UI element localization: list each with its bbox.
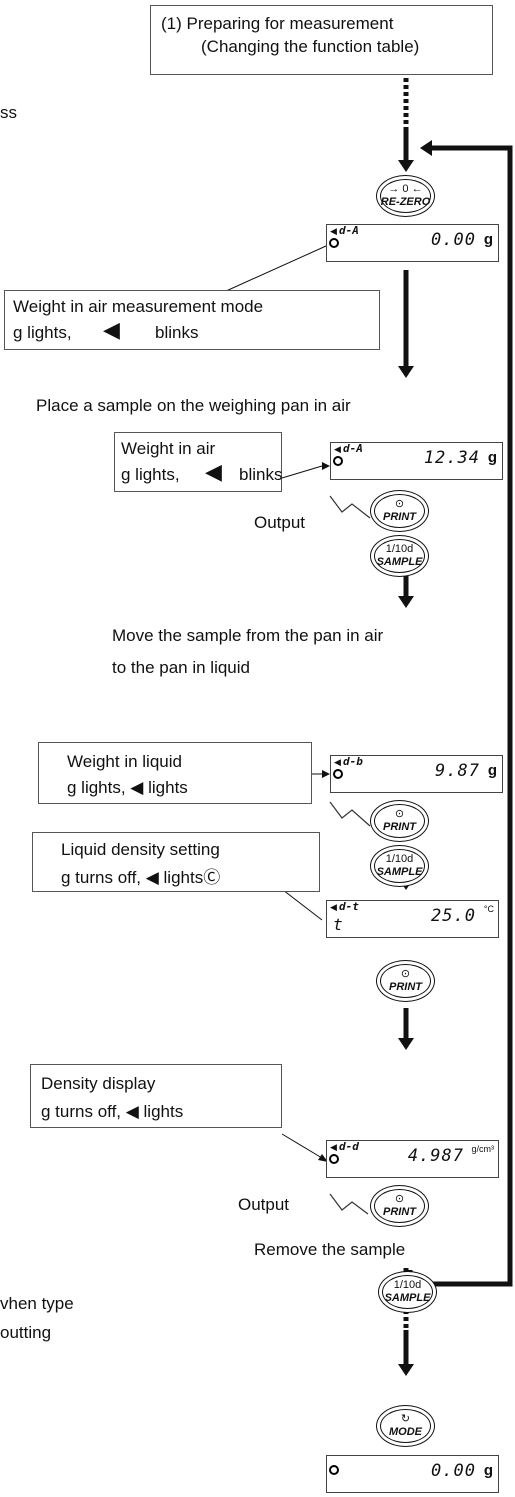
display-unit: g (487, 449, 497, 466)
display-mode: d-d (339, 1140, 359, 1153)
callout-liquid: Weight in liquid g lights, ◀ lights (38, 742, 312, 804)
print-icon: ⊙ (394, 1193, 405, 1205)
output-label-1: Output (254, 513, 306, 532)
print-button[interactable]: ⊙ PRINT (370, 800, 429, 842)
triangle-icon: ◀ (330, 902, 337, 912)
step-move-sample-1: Move the sample from the pan in air (112, 626, 384, 645)
sample-button[interactable]: 1/10d SAMPLE (370, 535, 429, 577)
display-density: ◀ d-d 4.987 g/cm³ (326, 1140, 499, 1178)
print-button[interactable]: ⊙ PRINT (370, 490, 429, 532)
blinking-triangle-icon: ◀ (205, 459, 222, 484)
sample-label: SAMPLE (376, 556, 423, 568)
display-mode: d-A (339, 224, 359, 237)
display-value: 4.987 (407, 1146, 464, 1166)
callout-line-2: g turns off, ◀ lights (41, 1102, 184, 1121)
step-place-sample: Place a sample on the weighing pan in ai… (36, 396, 351, 415)
when-type-fragment: vhen type (0, 1294, 74, 1313)
print-icon: ⊙ (394, 498, 405, 510)
display-liquid: ◀ d-b 9.87 g (330, 755, 503, 793)
callout-line-2a: g lights, (13, 323, 72, 342)
print-icon: ⊙ (394, 808, 405, 820)
display-unit: °C (483, 904, 494, 914)
display-value: 0.00 (431, 1461, 476, 1481)
callout-line-1: Liquid density setting (61, 840, 220, 859)
rezero-button[interactable]: → 0 ← RE-ZERO (376, 175, 435, 217)
stable-indicator-icon (333, 769, 343, 779)
step-remove-sample: Remove the sample (254, 1240, 406, 1259)
stable-indicator-icon (329, 1465, 339, 1475)
header-box: (1) Preparing for measurement (Changing … (150, 5, 493, 75)
display-temperature: ◀ d-t t 25.0 °C (326, 900, 499, 938)
callout-line-2: g lights, ◀ lights (67, 778, 188, 797)
sample-label: SAMPLE (384, 1292, 431, 1304)
display-final: 0.00 g (326, 1455, 499, 1493)
callout-line-1: Weight in air (121, 439, 216, 458)
blinking-triangle-icon: ◀ (330, 226, 337, 236)
sample-symbol: 1/10d (385, 543, 414, 555)
header-line-1: (1) Preparing for measurement (161, 14, 394, 33)
sample-symbol: 1/10d (393, 1279, 422, 1291)
output-label-2: Output (238, 1195, 290, 1214)
callout-line-2: g turns off, ◀ lightsⒸ (61, 868, 221, 887)
print-label: PRINT (383, 821, 416, 833)
print-label: PRINT (383, 511, 416, 523)
putting-fragment: outting (0, 1323, 52, 1342)
rezero-label: RE-ZERO (380, 196, 431, 208)
sample-button[interactable]: 1/10d SAMPLE (378, 1271, 437, 1313)
sample-label: SAMPLE (376, 866, 423, 878)
display-unit: g (483, 1462, 493, 1479)
sample-button[interactable]: 1/10d SAMPLE (370, 845, 429, 887)
print-label: PRINT (383, 1206, 416, 1218)
triangle-icon: ◀ (330, 1142, 337, 1152)
display-value: 12.34 (423, 448, 480, 468)
callout-line-1: Weight in air measurement mode (13, 297, 264, 316)
print-label: PRINT (389, 981, 422, 993)
print-button[interactable]: ⊙ PRINT (370, 1185, 429, 1227)
display-unit: g/cm³ (471, 1144, 495, 1154)
display-prefix: t (333, 915, 343, 934)
display-mode: d-t (339, 900, 359, 913)
callout-line-2a: g lights, (121, 465, 180, 484)
display-air-weight: ◀ d-A 12.34 g (330, 442, 503, 480)
display-unit: g (483, 231, 493, 248)
print-button[interactable]: ⊙ PRINT (376, 960, 435, 1002)
blinking-triangle-icon: ◀ (334, 444, 341, 454)
triangle-icon: ◀ (334, 757, 341, 767)
stable-indicator-icon (329, 238, 339, 248)
loop-line (407, 145, 513, 1287)
step-move-sample-2: to the pan in liquid (112, 658, 250, 677)
display-unit: g (487, 762, 497, 779)
callout-density-setting: Liquid density setting g turns off, ◀ li… (32, 832, 320, 892)
display-value: 25.0 (431, 906, 476, 926)
callout-line-2b: blinks (155, 323, 199, 342)
blinking-triangle-icon: ◀ (103, 317, 120, 342)
sample-symbol: 1/10d (385, 853, 414, 865)
arrow-head (398, 160, 414, 172)
mode-button[interactable]: ↻ MODE (376, 1405, 435, 1447)
stable-indicator-icon (333, 456, 343, 466)
display-air-zero: ◀ d-A 0.00 g (326, 224, 499, 262)
callout-line-2b: blinks (239, 465, 283, 484)
callout-air-weight: Weight in air g lights, ◀ blinks (114, 432, 282, 492)
loop-arrow-head (420, 140, 432, 156)
header-line-2: (Changing the function table) (201, 37, 420, 56)
rezero-symbol: → 0 ← (388, 183, 423, 195)
mode-icon: ↻ (400, 1413, 411, 1425)
callout-line-1: Weight in liquid (67, 752, 182, 771)
display-value: 9.87 (435, 761, 480, 781)
callout-density-display: Density display g turns off, ◀ lights (30, 1064, 282, 1128)
display-mode: d-b (343, 755, 363, 768)
callout-air-mode: Weight in air measurement mode g lights,… (4, 290, 380, 350)
print-icon: ⊙ (400, 968, 411, 980)
display-mode: d-A (343, 442, 363, 455)
mode-label: MODE (389, 1426, 422, 1438)
stable-indicator-icon (329, 1154, 339, 1164)
display-value: 0.00 (431, 230, 476, 250)
press-fragment: ss (0, 103, 17, 122)
callout-line-1: Density display (41, 1074, 156, 1093)
